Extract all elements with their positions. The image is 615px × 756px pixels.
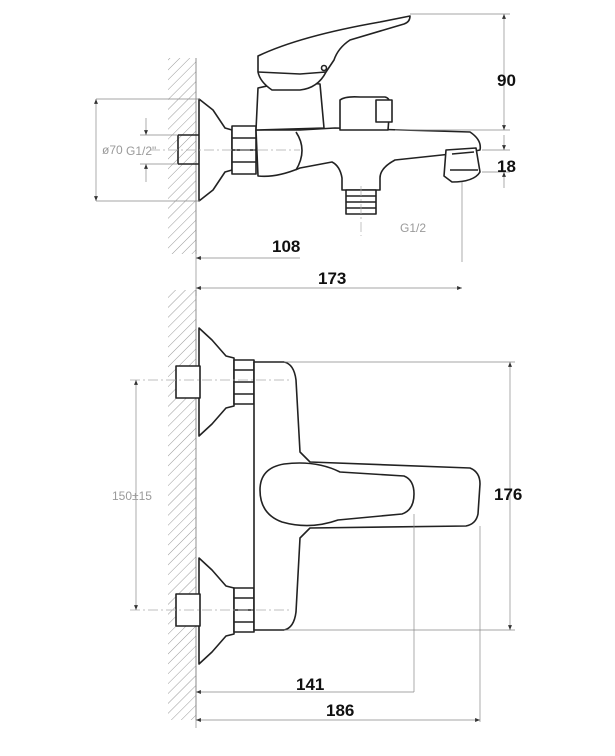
dim-depth-body: 108 (272, 237, 300, 256)
side-view: ø70 G1/2" G1/2 90 18 108 173 (94, 13, 516, 296)
dim-depth-spout: 173 (318, 269, 346, 288)
dim-spout-height: 18 (497, 157, 516, 176)
side-spout-outlet (443, 147, 481, 183)
dim-inlet-thread: G1/2" (126, 144, 156, 158)
side-diverter-knob (339, 96, 393, 131)
dim-outlet-thread: G1/2 (400, 221, 426, 235)
top-inlet-upper (175, 327, 255, 437)
top-lever-handle (259, 462, 415, 527)
dim-height-handle: 90 (497, 71, 516, 90)
dim-flange-diameter: ø70 (102, 143, 123, 157)
top-wall-hatch (168, 290, 196, 720)
dim-centers: 150±15 (112, 489, 152, 503)
dim-width: 176 (494, 485, 522, 504)
side-wall-hatch (168, 58, 196, 254)
side-faucet-body (255, 127, 482, 191)
top-view: 150±15 176 141 186 (112, 290, 522, 728)
side-lever-handle (257, 15, 411, 91)
dim-depth-total: 186 (326, 701, 354, 720)
side-lever-screw (320, 64, 328, 72)
side-body-contour (295, 131, 303, 171)
side-lever-joint (257, 71, 327, 75)
dim-depth-body-top: 141 (296, 675, 324, 694)
